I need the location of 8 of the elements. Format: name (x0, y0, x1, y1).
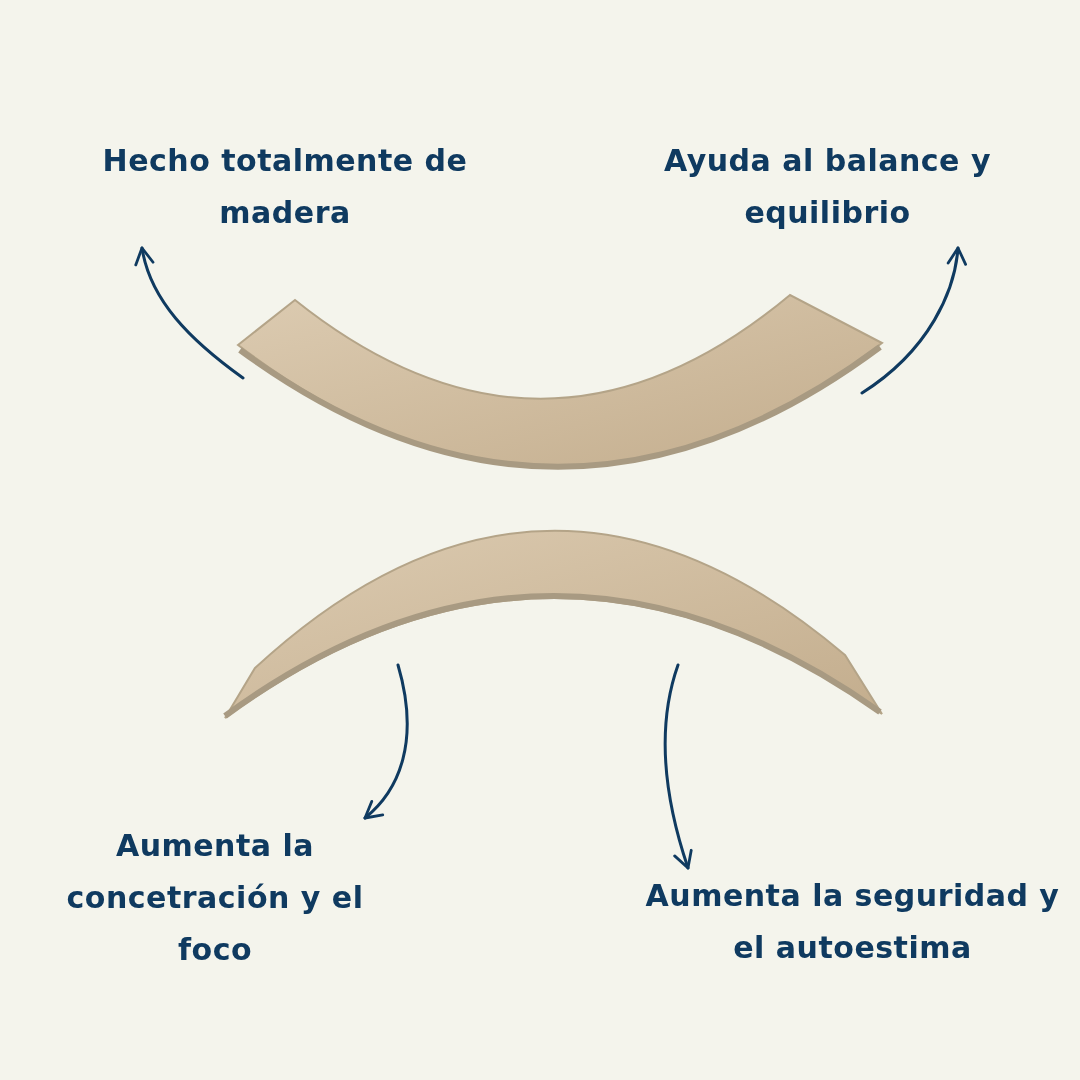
feature-text: Hecho totalmente de madera (75, 135, 495, 243)
curved-arrow (363, 663, 409, 820)
feature-text: Aumenta la seguridad y el autoestima (640, 870, 1065, 978)
curved-arrow (135, 246, 245, 380)
curved-arrow (860, 246, 967, 395)
curved-arrow (663, 663, 693, 870)
feature-text: Ayuda al balance y equilibrio (640, 135, 1015, 243)
feature-text: Aumenta la concetración y el foco (50, 820, 380, 978)
